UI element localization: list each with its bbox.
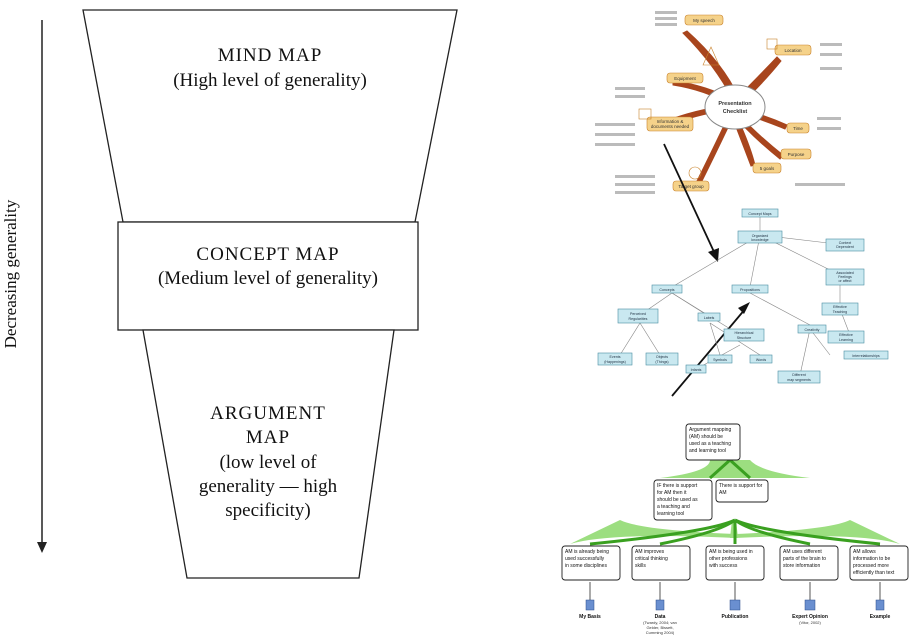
svg-text:should be used as: should be used as [657, 497, 698, 503]
svg-text:Equipment: Equipment [674, 76, 696, 81]
svg-text:5 goals: 5 goals [760, 166, 775, 171]
svg-text:Data: Data [655, 614, 666, 620]
svg-text:Gelder, Bissett,: Gelder, Bissett, [646, 625, 673, 630]
svg-text:Presentation: Presentation [718, 101, 752, 107]
svg-text:Teaching: Teaching [833, 310, 847, 314]
svg-text:AM is already being: AM is already being [565, 549, 609, 555]
svg-text:learning tool: learning tool [657, 511, 684, 517]
svg-text:processed more: processed more [853, 563, 889, 569]
svg-text:My Basis: My Basis [579, 614, 601, 620]
svg-text:AM is being used in: AM is being used in [709, 549, 753, 555]
svg-text:information to be: information to be [853, 556, 890, 562]
concept-map-subtitle: (Medium level of generality) [157, 268, 378, 289]
svg-text:(Things): (Things) [655, 360, 668, 364]
svg-text:Events: Events [610, 355, 621, 359]
svg-text:Creativity: Creativity [805, 328, 820, 332]
svg-text:Structure: Structure [737, 336, 752, 340]
arrow-argument-to-concept [671, 307, 747, 397]
svg-text:parts of the brain to: parts of the brain to [783, 556, 826, 562]
svg-text:(Happenings): (Happenings) [604, 360, 626, 364]
mind-map-title: MIND MAP [217, 45, 323, 66]
svg-text:Learning: Learning [839, 338, 853, 342]
arrow-argument-to-concept-head [738, 302, 750, 314]
svg-text:Time: Time [793, 126, 803, 131]
svg-text:Feelings: Feelings [838, 275, 852, 279]
svg-text:Different: Different [792, 373, 806, 377]
thumbnail-arrows [663, 143, 747, 397]
svg-text:Effective: Effective [833, 305, 847, 309]
svg-text:Context: Context [839, 241, 851, 245]
svg-text:Example: Example [870, 614, 891, 620]
svg-text:AM allows: AM allows [853, 549, 876, 555]
arrow-mind-to-concept-head [708, 248, 719, 262]
svg-text:Concepts: Concepts [659, 288, 674, 292]
svg-text:(Vitor, 2002): (Vitor, 2002) [799, 620, 821, 625]
svg-text:Regularities: Regularities [629, 317, 648, 321]
svg-text:There is support for: There is support for [719, 483, 763, 489]
svg-text:Location: Location [784, 48, 802, 53]
svg-text:documents needed: documents needed [651, 124, 690, 129]
arrow-mind-to-concept [663, 143, 716, 255]
svg-text:map segments: map segments [787, 378, 811, 382]
svg-text:efficiently than text: efficiently than text [853, 570, 895, 576]
svg-text:knowledge: knowledge [751, 238, 768, 242]
mind-map-thumbnail: Presentation Checklist My speech Locatio… [595, 11, 845, 194]
svg-text:store information: store information [783, 563, 820, 569]
svg-text:Organized: Organized [752, 234, 769, 238]
svg-text:(Twardy, 2004; van: (Twardy, 2004; van [643, 620, 677, 625]
svg-text:skills: skills [635, 563, 646, 569]
svg-text:AM uses different: AM uses different [783, 549, 822, 555]
svg-text:Perceived: Perceived [630, 312, 646, 316]
svg-text:for AM then it: for AM then it [657, 490, 687, 496]
svg-text:Publication: Publication [722, 614, 749, 620]
svg-text:Infants: Infants [691, 368, 702, 372]
svg-text:Argument mapping: Argument mapping [689, 427, 731, 433]
svg-text:with success: with success [709, 563, 738, 569]
svg-text:Words: Words [756, 358, 767, 362]
argument-map-subtitle: (low level of generality — high specific… [198, 452, 338, 521]
svg-text:used as a teaching: used as a teaching [689, 441, 731, 447]
svg-text:Symbols: Symbols [713, 358, 727, 362]
svg-text:critical thinking: critical thinking [635, 556, 668, 562]
svg-text:Interrelationships: Interrelationships [852, 354, 880, 358]
mind-map-trapezoid [82, 9, 458, 223]
mind-map-subtitle: (High level of generality) [173, 70, 367, 91]
svg-text:Expert Opinion: Expert Opinion [792, 614, 828, 620]
argument-map-title: ARGUMENT MAP [210, 403, 326, 448]
svg-text:a teaching and: a teaching and [657, 504, 690, 510]
svg-text:Concept Maps: Concept Maps [748, 212, 771, 216]
axis-label: Decreasing generality [1, 199, 20, 349]
svg-text:(AM) should be: (AM) should be [689, 434, 723, 440]
svg-text:AM: AM [719, 490, 727, 496]
funnel-diagram [37, 9, 458, 579]
svg-text:Purpose: Purpose [788, 152, 805, 157]
svg-text:Effective: Effective [839, 333, 853, 337]
svg-text:Target group: Target group [678, 184, 704, 189]
svg-text:IF there is support: IF there is support [657, 483, 698, 489]
svg-text:other professions: other professions [709, 556, 748, 562]
svg-text:Information &: Information & [657, 119, 684, 124]
svg-text:Objects: Objects [656, 355, 668, 359]
svg-text:AM improves: AM improves [635, 549, 665, 555]
arrow-up-head-layer [738, 302, 750, 314]
svg-text:My speech: My speech [693, 18, 715, 23]
svg-text:Cumming 2004): Cumming 2004) [646, 630, 675, 635]
svg-text:used successfully: used successfully [565, 556, 605, 562]
svg-text:Propositions: Propositions [740, 288, 760, 292]
svg-text:in some disciplines: in some disciplines [565, 563, 607, 569]
svg-text:Dependent: Dependent [836, 245, 854, 249]
svg-text:Labels: Labels [704, 316, 715, 320]
argument-map-trapezoid [142, 329, 395, 579]
svg-text:Associated: Associated [836, 271, 854, 275]
concept-map-title: CONCEPT MAP [196, 244, 340, 265]
svg-text:Hierarchical: Hierarchical [735, 331, 754, 335]
svg-text:or affect: or affect [839, 279, 852, 283]
svg-text:and learning tool: and learning tool [689, 448, 726, 454]
generality-axis-arrowhead [37, 542, 47, 553]
svg-text:Checklist: Checklist [723, 109, 748, 115]
